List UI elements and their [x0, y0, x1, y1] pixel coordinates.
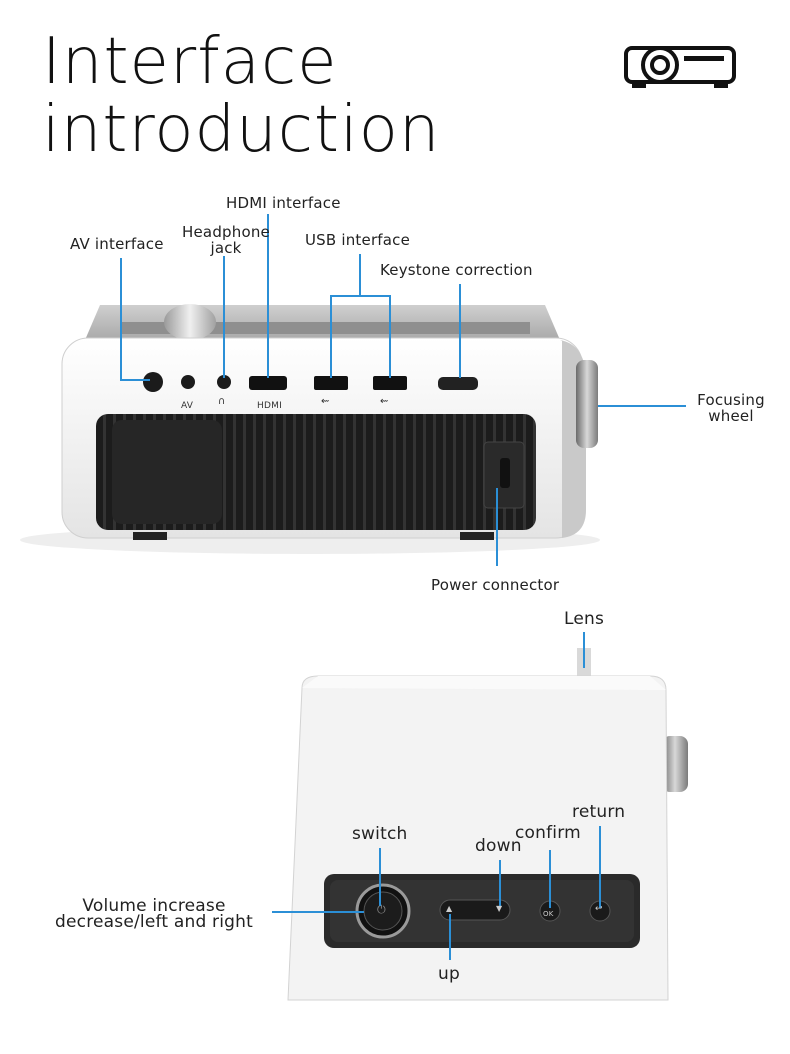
usb-icon-1: ⇜	[321, 396, 330, 407]
return-label: return	[572, 802, 626, 822]
page-title: Interface introduction	[42, 28, 440, 164]
hdmi-port-label: HDMI	[257, 401, 282, 411]
hdmi-port-shape	[249, 376, 287, 390]
focusing-wheel-shape	[576, 360, 598, 448]
usb-port-2-shape	[373, 376, 407, 390]
headphone-icon: ∩	[218, 396, 226, 407]
av-port-label: AV	[181, 401, 194, 411]
top-knob	[164, 304, 216, 340]
title-line-1: Interface	[42, 25, 338, 99]
power-icon: ⏻	[377, 903, 386, 916]
lens-label: Lens	[564, 609, 605, 629]
av-port-shape	[143, 372, 163, 392]
ok-button-label: OK	[543, 910, 554, 918]
down-label: down	[475, 836, 522, 856]
switch-label: switch	[352, 824, 408, 844]
up-arrow-icon: ▲	[446, 904, 453, 913]
return-icon: ↩	[595, 904, 603, 914]
usb-interface-label: USB interface	[305, 231, 411, 249]
power-connector-label: Power connector	[431, 576, 560, 594]
projector-icon	[624, 46, 736, 88]
hdmi-interface-label: HDMI interface	[226, 194, 341, 212]
title-line-2: introduction	[42, 93, 441, 167]
up-label: up	[438, 964, 460, 984]
down-arrow-icon: ▼	[496, 904, 503, 913]
usb-port-1-shape	[314, 376, 348, 390]
av-interface-label: AV interface	[70, 235, 164, 253]
keystone-wheel-shape	[438, 377, 478, 390]
headphone-port-shape	[217, 375, 231, 389]
confirm-label: confirm	[515, 823, 581, 843]
up-down-rocker-shape	[439, 899, 511, 921]
keystone-correction-label: Keystone correction	[380, 261, 533, 279]
usb-icon-2: ⇜	[380, 396, 389, 407]
